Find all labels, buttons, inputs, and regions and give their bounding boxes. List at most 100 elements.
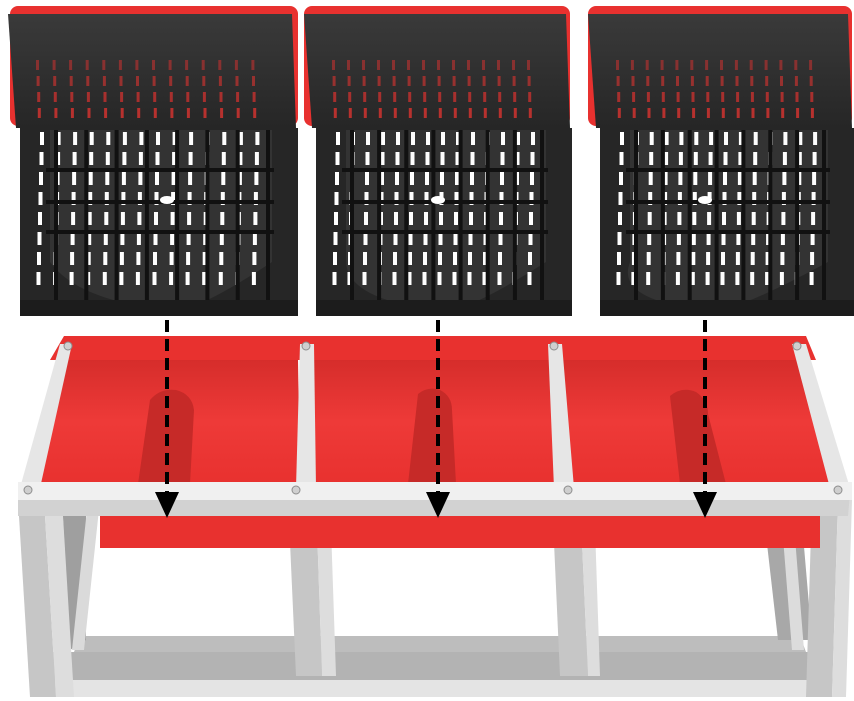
grate-rear-slot bbox=[648, 108, 651, 118]
grate-rear-slot bbox=[499, 108, 502, 118]
grate-rear-slot bbox=[810, 92, 813, 102]
grate-rear-slot bbox=[453, 92, 456, 102]
grate-slot bbox=[363, 272, 367, 285]
grate-rib bbox=[540, 130, 544, 306]
grate-slot bbox=[333, 252, 337, 265]
grate-slot bbox=[528, 272, 532, 285]
grate-rear-slot bbox=[498, 76, 501, 86]
grate-rear-slot bbox=[235, 60, 238, 70]
grate-rear-slot bbox=[363, 76, 366, 86]
grate-rear-slot bbox=[752, 108, 755, 118]
grate-rear-slot bbox=[220, 92, 223, 102]
grate-rear-slot bbox=[617, 76, 620, 86]
grate-rear-slot bbox=[795, 76, 798, 86]
grate-rear-slot bbox=[705, 60, 708, 70]
grate-slot bbox=[737, 212, 741, 225]
grate-rear-slot bbox=[170, 108, 173, 118]
grate-slot bbox=[753, 172, 757, 185]
grate-slot bbox=[189, 132, 193, 145]
grate-rear-slot bbox=[766, 108, 769, 118]
grate-slot bbox=[255, 132, 259, 145]
grate-rear-slot bbox=[722, 108, 725, 118]
grate-rear-slot bbox=[54, 108, 57, 118]
grate-slot bbox=[453, 252, 457, 265]
grate-rear-slot bbox=[120, 76, 123, 86]
grate-slot bbox=[811, 212, 815, 225]
grate-rear-slot bbox=[810, 76, 813, 86]
grate-slot bbox=[40, 152, 44, 165]
grate-rear-slot bbox=[392, 60, 395, 70]
grate-rear-slot bbox=[735, 60, 738, 70]
grate-rear-slot bbox=[202, 60, 205, 70]
grate-rear-slot bbox=[498, 92, 501, 102]
grate-slot bbox=[724, 132, 728, 145]
grate-slot bbox=[620, 152, 624, 165]
grate-rear-slot bbox=[632, 76, 635, 86]
grate-slot bbox=[810, 252, 814, 265]
grate-rib bbox=[741, 130, 745, 306]
grate-slot bbox=[498, 252, 502, 265]
grate-slot bbox=[781, 212, 785, 225]
grate-rear-slot bbox=[104, 92, 107, 102]
grate-rear-slot bbox=[37, 92, 40, 102]
grate-rear-slot bbox=[527, 60, 530, 70]
grate-rear-slot bbox=[616, 60, 619, 70]
grate-rear-slot bbox=[766, 92, 769, 102]
grate-rear-slot bbox=[528, 92, 531, 102]
grate-rear-slot bbox=[219, 76, 222, 86]
grate-rear-slot bbox=[438, 92, 441, 102]
grate-slot bbox=[396, 152, 400, 165]
tray-underside bbox=[100, 516, 820, 548]
grate-rear-slot bbox=[469, 108, 472, 118]
frame-top-divider-1 bbox=[296, 344, 316, 488]
grate-rear-slot bbox=[348, 92, 351, 102]
grate-rear-slot bbox=[811, 108, 814, 118]
grate-top-plate bbox=[8, 14, 296, 128]
grate-slot bbox=[724, 152, 728, 165]
grate-rear-slot bbox=[809, 60, 812, 70]
screw-icon bbox=[302, 342, 310, 350]
grate-rib bbox=[795, 130, 799, 306]
grate-rear-slot bbox=[87, 92, 90, 102]
grate-slot bbox=[501, 152, 505, 165]
grate-slot bbox=[334, 212, 338, 225]
grate-slot bbox=[440, 172, 444, 185]
grate-slot bbox=[393, 252, 397, 265]
grate-slot bbox=[619, 172, 623, 185]
grate-slot bbox=[222, 152, 226, 165]
grate-rear-slot bbox=[363, 92, 366, 102]
grate-rear-slot bbox=[347, 60, 350, 70]
grate-rear-slot bbox=[736, 92, 739, 102]
grate-slot bbox=[156, 132, 160, 145]
grate-rear-slot bbox=[102, 60, 105, 70]
grate-rib bbox=[459, 130, 463, 306]
grate-rear-slot bbox=[137, 108, 140, 118]
grate-slot bbox=[736, 252, 740, 265]
drain-hole-icon bbox=[431, 196, 445, 204]
grate-slot bbox=[155, 172, 159, 185]
grate-slot bbox=[423, 252, 427, 265]
grate-rear-slot bbox=[187, 108, 190, 118]
grate-slot bbox=[381, 132, 385, 145]
grate-rear-slot bbox=[691, 76, 694, 86]
grate-slot bbox=[500, 172, 504, 185]
grate-slot bbox=[617, 252, 621, 265]
grate-slot bbox=[119, 272, 123, 285]
grate-slot bbox=[649, 152, 653, 165]
grate-rear-slot bbox=[528, 76, 531, 86]
grate-slot bbox=[396, 132, 400, 145]
grate-slot bbox=[753, 152, 757, 165]
grate-slot bbox=[723, 172, 727, 185]
grate-rear-slot bbox=[237, 108, 240, 118]
grate-slot bbox=[393, 272, 397, 285]
grate-slot bbox=[70, 252, 74, 265]
grate-rib bbox=[145, 130, 149, 306]
grate-rear-slot bbox=[512, 60, 515, 70]
grate-slot bbox=[37, 272, 41, 285]
grate-slot bbox=[738, 172, 742, 185]
grate-rear-slot bbox=[631, 60, 634, 70]
grate-slot bbox=[529, 212, 533, 225]
grate-slot bbox=[471, 132, 475, 145]
grate-slot bbox=[441, 152, 445, 165]
grate-rear-slot bbox=[53, 76, 56, 86]
